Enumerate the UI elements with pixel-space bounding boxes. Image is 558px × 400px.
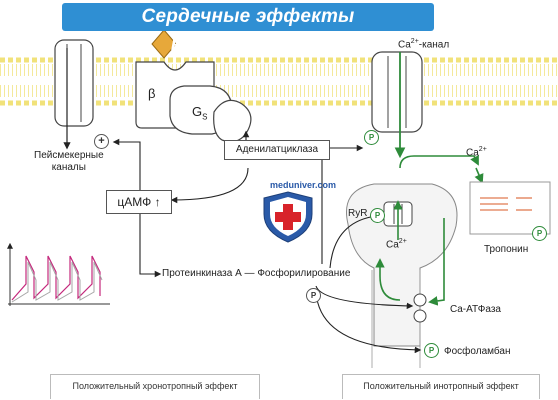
pacemaker-channel [54,39,94,150]
ryr-channel [383,200,413,240]
pacemaker-line2: каналы [51,162,86,173]
gs-sub: S [202,112,208,122]
gs-label: GS [192,104,207,122]
watermark: meduniver.com [270,180,337,190]
ryr-label: RyR [348,208,368,219]
page-title: Сердечные эффекты катехоламинов [62,3,434,55]
ca-cyt-main: Ca [466,147,479,159]
phospho-center-icon: P [306,288,321,303]
chronotropic-effect-label: Положительный хронотропный эффект [50,374,260,399]
ca-channel-sup: 2+ [410,38,419,45]
beta-label: β [148,86,156,101]
ca-sr-sup: 2+ [398,238,407,245]
ca-atpase-label: Ca-АТФаза [450,304,501,315]
ca-channel-label: Ca2+-канал [398,38,449,50]
ca-atpase-pump [413,293,427,323]
phosphorylation-label: Фосфорилирование [257,268,351,279]
diamond-ligand-icon [151,29,177,59]
pacemaker-label: Пейсмекерные каналы [34,150,104,174]
ca-sr-label: Ca2+ [386,238,407,250]
shield-cross-icon [263,191,313,243]
troponin-filament-icon [469,181,551,235]
calcium-flow-arrows [375,154,484,306]
troponin-label: Тропонин [484,244,529,255]
phospho-ryr-icon: P [370,208,385,223]
protein-kinase-label: Протеинкиназа А [162,268,242,279]
camp-box: цАМФ ↑ [106,190,172,214]
inotropic-effect-label: Положительный инотропный эффект [342,374,540,399]
gs-protein [169,85,252,143]
ca-sr-main: Ca [386,239,399,251]
pacemaker-line1: Пейсмекерные [34,150,104,161]
pathway-text: Протеинкиназа А — Фосфорилирование [162,268,350,279]
ca-channel [371,51,423,159]
dash-separator: — [244,268,255,279]
gs-main: G [192,104,203,119]
phospho-troponin-icon: P [532,226,547,241]
ca-channel-rest: -канал [418,39,450,51]
phospholamban-label: Фосфоламбан [444,346,511,357]
camp-text: цАМФ [117,195,152,209]
adenylate-cyclase-box: Аденилатциклаза [224,140,330,160]
action-potential-trace-icon [7,242,110,306]
ca-channel-main: Ca [398,39,411,51]
phospho-ca-channel-icon: P [364,130,379,145]
ca-cytosol-label: Ca2+ [466,146,487,158]
phospho-phospholamban-icon: P [424,343,439,358]
camp-arrow: ↑ [154,195,161,209]
ca-cyt-sup: 2+ [478,146,487,153]
plus-icon: + [94,134,109,149]
